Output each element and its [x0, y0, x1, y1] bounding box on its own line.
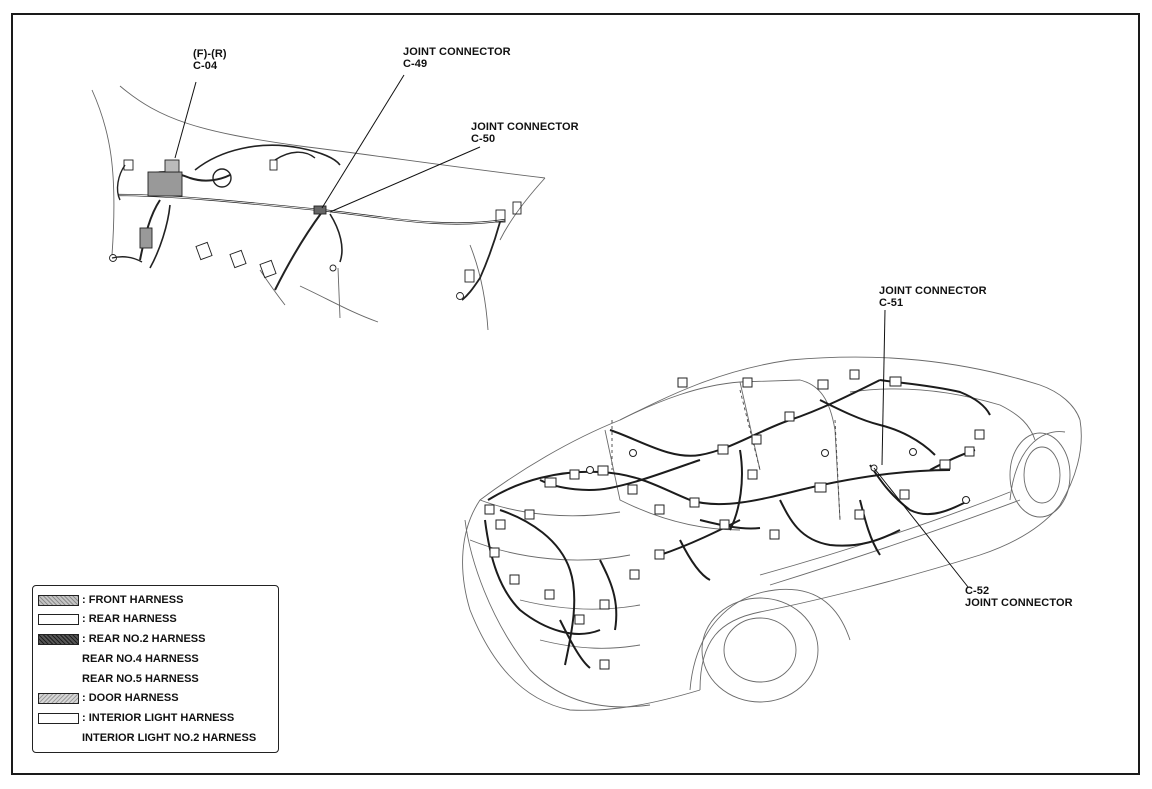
callout-c52-line1: C-52	[965, 585, 990, 597]
callout-c50-line1: JOINT CONNECTOR	[471, 121, 579, 133]
callout-c04-line1: (F)-(R)	[193, 48, 227, 60]
vehicle-connectors	[484, 369, 985, 670]
dash-detail-view	[91, 74, 546, 331]
door-harness-swatch	[38, 692, 79, 704]
legend-row-door: : DOOR HARNESS	[38, 691, 179, 705]
callout-c49: JOINT CONNECTOR C-49	[403, 46, 511, 70]
legend-label: : INTERIOR LIGHT HARNESS	[82, 712, 235, 724]
callout-c04: (F)-(R) C-04	[193, 48, 227, 72]
vehicle-leaders	[873, 309, 969, 588]
legend-label: : DOOR HARNESS	[82, 692, 179, 704]
callout-c49-line1: JOINT CONNECTOR	[403, 46, 511, 58]
legend-row-rear: : REAR HARNESS	[38, 612, 177, 626]
legend-row-interior: : INTERIOR LIGHT HARNESS	[38, 711, 234, 725]
callout-c49-line2: C-49	[403, 58, 428, 70]
legend-label: REAR NO.5 HARNESS	[82, 673, 199, 685]
interior-light-harness-swatch	[38, 712, 79, 724]
front-harness-swatch	[38, 594, 79, 606]
callout-c04-line2: C-04	[193, 60, 218, 72]
rear-harness-swatch	[38, 613, 79, 625]
legend-row-interior2: INTERIOR LIGHT NO.2 HARNESS	[38, 731, 256, 745]
diagram-frame	[11, 13, 1140, 775]
legend-row-front: : FRONT HARNESS	[38, 593, 183, 607]
legend-label: : FRONT HARNESS	[82, 594, 184, 606]
legend-label: INTERIOR LIGHT NO.2 HARNESS	[82, 732, 257, 744]
legend-label: : REAR HARNESS	[82, 613, 177, 625]
callout-c51-line1: JOINT CONNECTOR	[879, 285, 987, 297]
vehicle-harness-dashed	[611, 389, 841, 521]
legend-label: : REAR NO.2 HARNESS	[82, 633, 206, 645]
legend-row-rear2: : REAR NO.2 HARNESS	[38, 632, 205, 646]
legend-label: REAR NO.4 HARNESS	[82, 653, 199, 665]
legend-row-rear4: REAR NO.4 HARNESS	[38, 652, 199, 666]
legend-row-rear5: REAR NO.5 HARNESS	[38, 672, 199, 686]
callout-c52-line2: JOINT CONNECTOR	[965, 597, 1073, 609]
callout-c52: C-52 JOINT CONNECTOR	[965, 585, 1073, 609]
harness-legend: : FRONT HARNESS : REAR HARNESS : REAR NO…	[32, 585, 279, 753]
rear-no2-harness-swatch	[38, 633, 79, 645]
callout-c50: JOINT CONNECTOR C-50	[471, 121, 579, 145]
callout-c50-line2: C-50	[471, 133, 496, 145]
callout-c51: JOINT CONNECTOR C-51	[879, 285, 987, 309]
callout-c51-line2: C-51	[879, 297, 904, 309]
